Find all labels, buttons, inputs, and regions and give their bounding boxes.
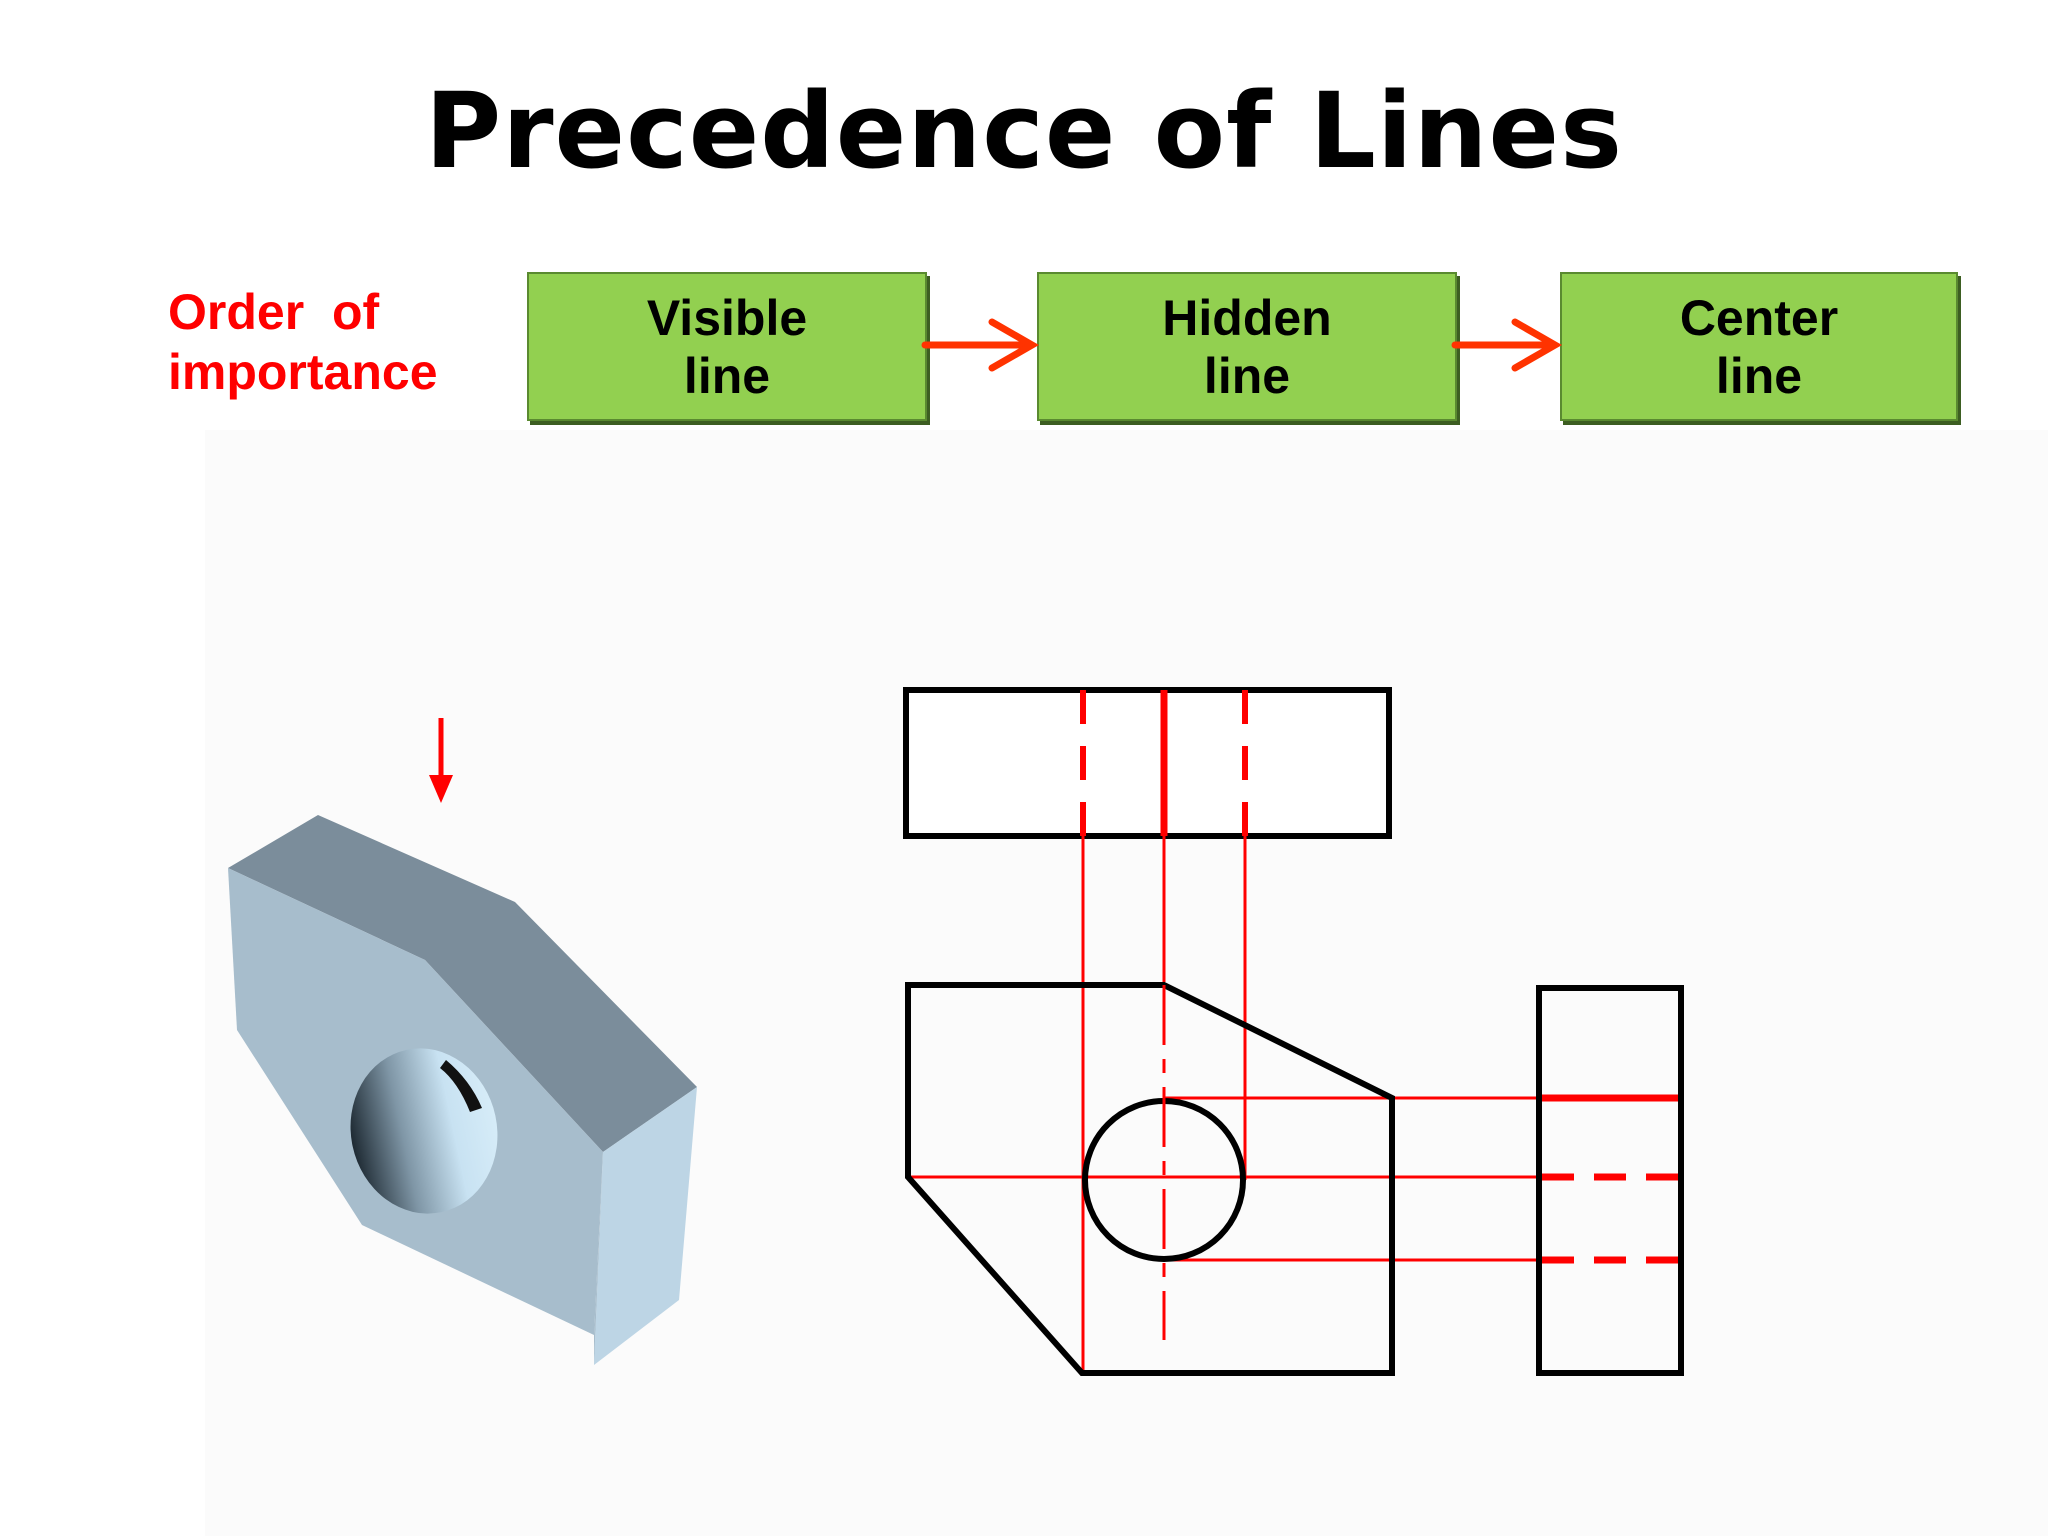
- side-view: [1536, 985, 1684, 1376]
- visible-line-box-word1: Visible: [646, 289, 808, 346]
- visible-line-box-word2: line: [683, 347, 771, 404]
- projection-lines: [908, 836, 1542, 1373]
- isometric-block: [228, 815, 697, 1365]
- center-line-box-word1: Center: [1679, 289, 1839, 346]
- flow-arrow-1: [921, 318, 1040, 372]
- top-view-outline: [903, 687, 1392, 839]
- hidden-line-box-word2: line: [1203, 347, 1291, 404]
- front-view-outline: [905, 982, 1395, 1376]
- visible-line-box: Visible line: [527, 272, 927, 421]
- front-view: [905, 982, 1395, 1376]
- order-of-importance-label: Order of importance: [168, 284, 438, 400]
- top-view: [903, 687, 1392, 839]
- view-direction-arrow: [429, 718, 453, 803]
- flow-arrow-2: [1451, 318, 1563, 372]
- center-line-box-word2: line: [1715, 347, 1803, 404]
- block-top-face: [228, 815, 697, 1152]
- side-view-outline: [1536, 985, 1684, 1376]
- page-title: Precedence of Lines: [425, 70, 1623, 192]
- hidden-line-box: Hidden line: [1037, 272, 1457, 421]
- hidden-line-box-word1: Hidden: [1162, 289, 1332, 346]
- block-side-face: [594, 1087, 697, 1365]
- center-line-box: Center line: [1560, 272, 1958, 421]
